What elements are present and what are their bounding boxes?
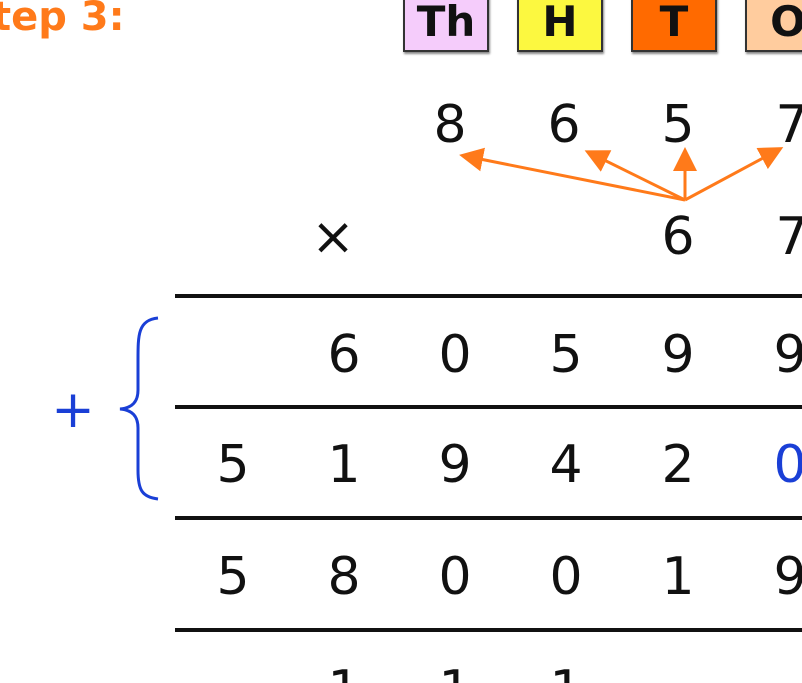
divider-line xyxy=(175,294,802,298)
brace-icon xyxy=(119,316,159,501)
carry-digit: 1 xyxy=(438,664,471,683)
carry-digit: 1 xyxy=(327,664,360,683)
partial-product-digit: 9 xyxy=(438,435,472,495)
sum-digit: 8 xyxy=(327,547,361,607)
arrow-icon xyxy=(459,147,686,202)
partial-product-digit: 0 xyxy=(773,435,802,495)
place-value-tens: T xyxy=(631,0,717,52)
sum-digit: 1 xyxy=(661,547,695,607)
place-label: H xyxy=(542,0,578,46)
multiply-sign: × xyxy=(311,207,355,267)
place-value-thousands: Th xyxy=(403,0,489,52)
place-value-hundreds: H xyxy=(517,0,603,52)
plus-sign: + xyxy=(51,380,95,440)
multiplicand-digit: 8 xyxy=(433,95,467,155)
place-label: Th xyxy=(416,0,476,46)
multiplier-digit: 6 xyxy=(661,207,695,267)
partial-product-digit: 1 xyxy=(327,435,361,495)
sum-digit: 0 xyxy=(549,547,583,607)
multiplicand-digit: 5 xyxy=(661,95,695,155)
carry-digit: 1 xyxy=(549,664,582,683)
place-value-ones: O xyxy=(745,0,802,52)
multiply-arrows xyxy=(459,147,784,202)
multiplier-digit: 7 xyxy=(775,207,802,267)
divider-line xyxy=(175,405,802,409)
partial-product-digit: 9 xyxy=(773,325,802,385)
step-title: tep 3: xyxy=(0,0,125,40)
arrow-icon xyxy=(684,147,784,202)
partial-product-digit: 2 xyxy=(661,435,695,495)
sum-digit: 5 xyxy=(216,547,250,607)
multiplicand-digit: 7 xyxy=(775,95,802,155)
sum-digit: 0 xyxy=(438,547,472,607)
partial-product-digit: 6 xyxy=(327,325,361,385)
place-label: T xyxy=(659,0,689,46)
partial-product-digit: 9 xyxy=(661,325,695,385)
divider-line xyxy=(175,516,802,520)
partial-product-digit: 5 xyxy=(216,435,250,495)
divider-line xyxy=(175,628,802,632)
place-label: O xyxy=(770,0,802,46)
partial-product-digit: 4 xyxy=(549,435,583,495)
partial-product-digit: 5 xyxy=(549,325,583,385)
multiplicand-digit: 6 xyxy=(547,95,581,155)
arrow-icon xyxy=(584,150,686,202)
sum-digit: 9 xyxy=(773,547,802,607)
partial-product-digit: 0 xyxy=(438,325,472,385)
